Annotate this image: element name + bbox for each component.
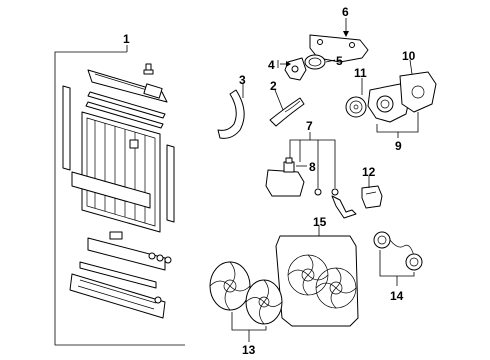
water-pump-gasket <box>399 71 437 113</box>
radiator-lower-tank <box>87 231 172 271</box>
radiator-side-seal-right <box>166 144 175 223</box>
water-inlet-housing <box>309 34 369 63</box>
fan-motors-group: 14 <box>373 231 423 303</box>
callout-12: 12 <box>362 165 376 179</box>
reservoir-group: 7 8 <box>265 119 357 219</box>
radiator-side-seal-left <box>62 85 71 171</box>
bracket-7 <box>289 139 336 188</box>
callout-13: 13 <box>242 343 256 357</box>
fan-motor-right <box>405 253 423 271</box>
thermostat <box>304 54 326 70</box>
callout-9: 9 <box>395 139 402 153</box>
water-pump-group: 11 10 9 <box>345 49 437 153</box>
bracket-9 <box>376 112 419 133</box>
reservoir-hose <box>314 188 357 219</box>
callout-2: 2 <box>270 79 277 93</box>
radiator-cap <box>143 63 154 75</box>
water-pump-pulley <box>345 96 367 118</box>
cooling-fan-left <box>209 261 251 311</box>
radiator-seal-lower <box>85 101 164 129</box>
callout-7: 7 <box>306 119 313 133</box>
coolant-reservoir <box>265 157 305 197</box>
radiator-bracket-line <box>54 51 185 346</box>
callout-10: 10 <box>402 49 416 63</box>
fans-group: 13 <box>209 261 283 357</box>
lower-radiator-hose <box>217 89 245 139</box>
lower-hose-group: 3 <box>217 73 246 139</box>
fan-relay-group: 12 <box>361 165 383 209</box>
callout-11: 11 <box>354 66 367 80</box>
callout-5: 5 <box>336 54 343 68</box>
radiator-bottom-support <box>69 273 166 319</box>
fan-relay <box>361 185 383 209</box>
callout-1: 1 <box>123 32 130 46</box>
radiator-assembly-group: 1 <box>54 32 185 346</box>
callout-3: 3 <box>239 73 246 87</box>
callout-6: 6 <box>342 5 349 19</box>
callout-4: 4 <box>268 58 275 72</box>
water-inlet <box>284 57 307 81</box>
radiator-seal <box>87 91 166 119</box>
callout-15: 15 <box>313 215 327 229</box>
callout-8: 8 <box>309 160 316 174</box>
callout-14: 14 <box>390 289 404 303</box>
radiator-core <box>81 111 161 233</box>
radiator-lower-strip <box>79 261 157 289</box>
radiator-upper-tank <box>87 69 168 103</box>
water-inlet-group: 6 5 4 <box>268 5 369 81</box>
radiator-lower-baffle <box>71 171 151 209</box>
upper-hose-group: 2 <box>269 79 305 127</box>
water-pump-body <box>367 83 411 123</box>
fan-shroud-group: 15 <box>275 215 359 327</box>
fan-motor-left <box>373 231 415 257</box>
cooling-fan-right <box>245 279 283 325</box>
